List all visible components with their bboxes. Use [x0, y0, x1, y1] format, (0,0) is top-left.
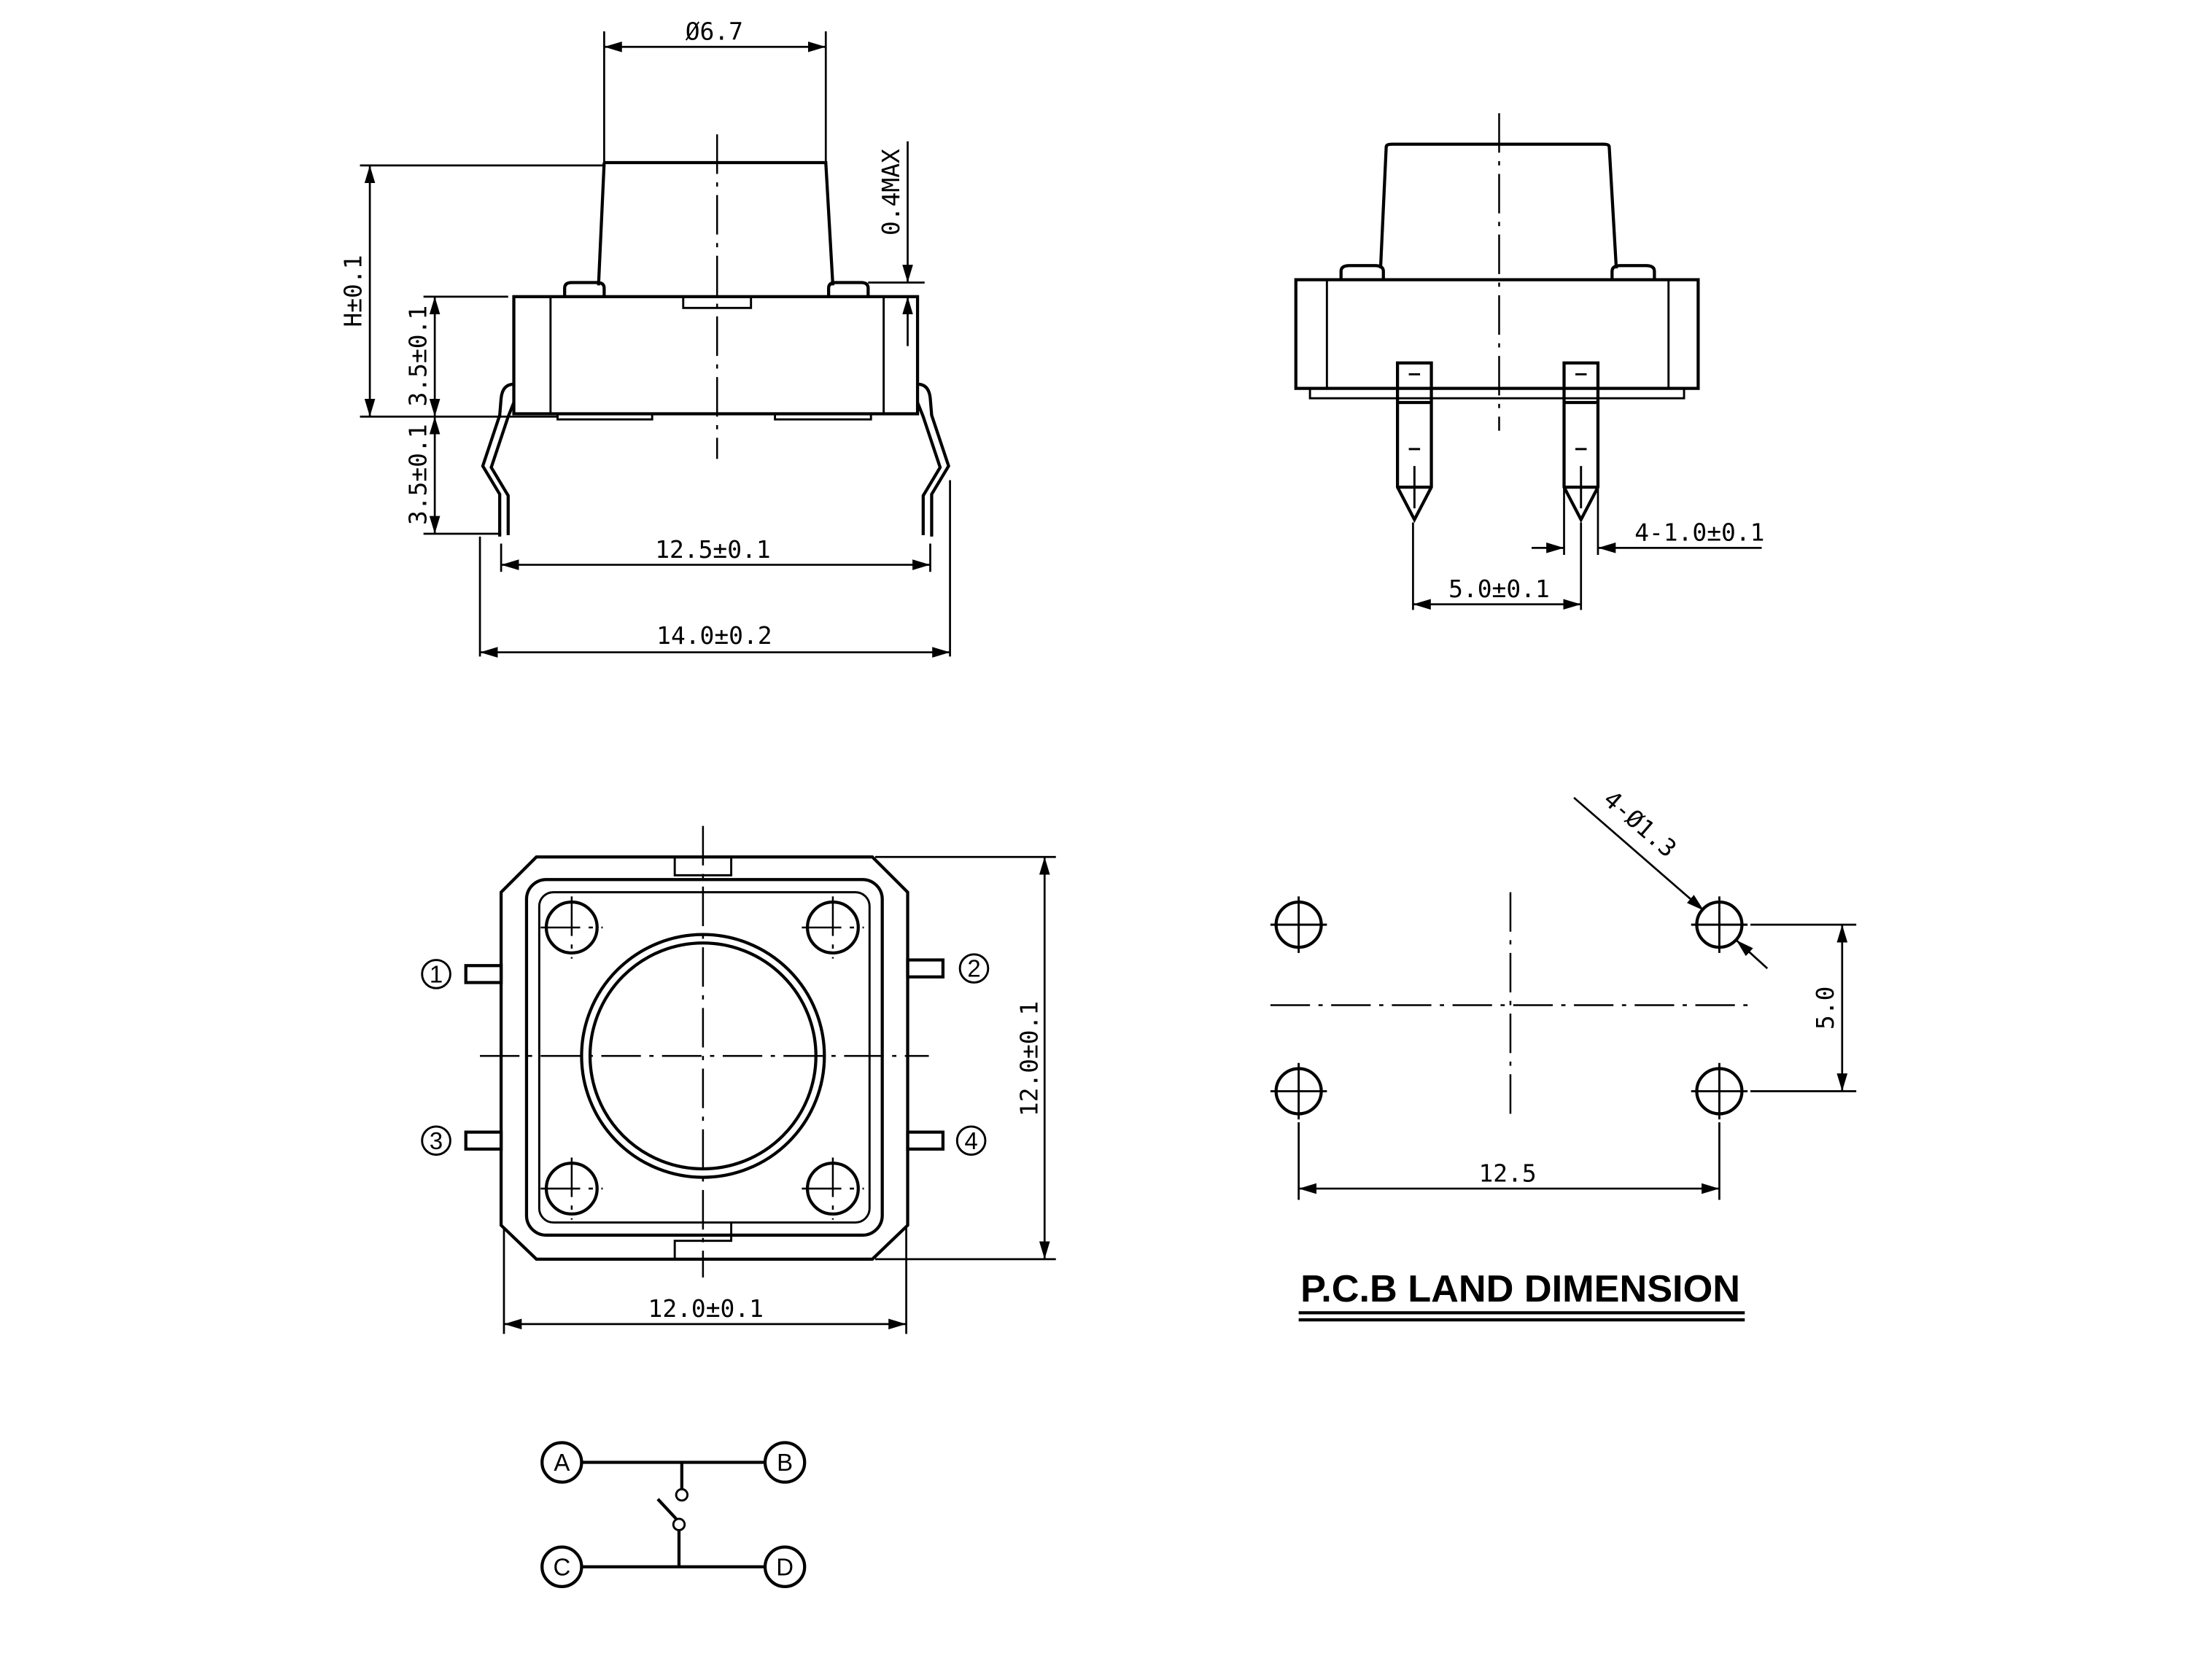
- node-c: C: [553, 1553, 570, 1580]
- leg-height-label: 3.5±0.1: [404, 424, 432, 525]
- terminal-4: 4: [964, 1127, 977, 1154]
- pin-pitch-label: 5.0±0.1: [1448, 575, 1550, 603]
- gap-label: 0.4MAX: [877, 149, 905, 236]
- bottom-view: 1 2 3 4 12.0±0.1 12.0±0.1: [421, 825, 1056, 1334]
- terminal-1: 1: [430, 960, 443, 987]
- leg-span-label: 12.5±0.1: [655, 535, 770, 564]
- switch-schematic: A B C D: [540, 1441, 807, 1588]
- pin-right: [1562, 361, 1600, 524]
- switch-body: [512, 295, 920, 416]
- pcb-horizontal-label: 12.5: [1478, 1159, 1536, 1187]
- node-a: A: [554, 1449, 570, 1476]
- right-leg: [916, 382, 950, 537]
- side-view: 5.0±0.1 4-1.0±0.1: [1294, 113, 1764, 610]
- button-cap: [597, 160, 835, 286]
- bottom-width-label: 12.0±0.1: [648, 1294, 764, 1323]
- body-height-label: 3.5±0.1: [404, 306, 432, 407]
- front-view: Ø6.7 H±0.1 3.5±0.1 3.5±0.1 0.4MAX 12.5±0…: [338, 18, 951, 658]
- pcb-holes: [1270, 896, 1748, 1120]
- pcb-land-view: 4-Ø1.3 5.0 12.5 P.C.B LAND DIMENSION: [1270, 785, 1857, 1322]
- left-leg: [481, 382, 516, 537]
- pcb-vertical-label: 5.0: [1811, 987, 1839, 1030]
- terminal-2: 2: [967, 955, 980, 982]
- terminal-markers: 1 2 3 4: [421, 953, 990, 1156]
- cap-diameter-label: Ø6.7: [686, 18, 743, 46]
- mount-holes: [540, 896, 864, 1220]
- height-label: H±0.1: [338, 255, 367, 327]
- pin-left: [1396, 361, 1433, 524]
- terminal-3: 3: [430, 1127, 443, 1154]
- bottom-height-label: 12.0±0.1: [1015, 1001, 1044, 1116]
- pin-width-label: 4-1.0±0.1: [1634, 518, 1764, 547]
- overall-width-label: 14.0±0.2: [656, 621, 772, 650]
- hole-diameter-label: 4-Ø1.3: [1598, 785, 1682, 863]
- pcb-land-title: P.C.B LAND DIMENSION: [1300, 1268, 1740, 1310]
- node-d: D: [776, 1553, 794, 1580]
- node-b: B: [777, 1449, 793, 1476]
